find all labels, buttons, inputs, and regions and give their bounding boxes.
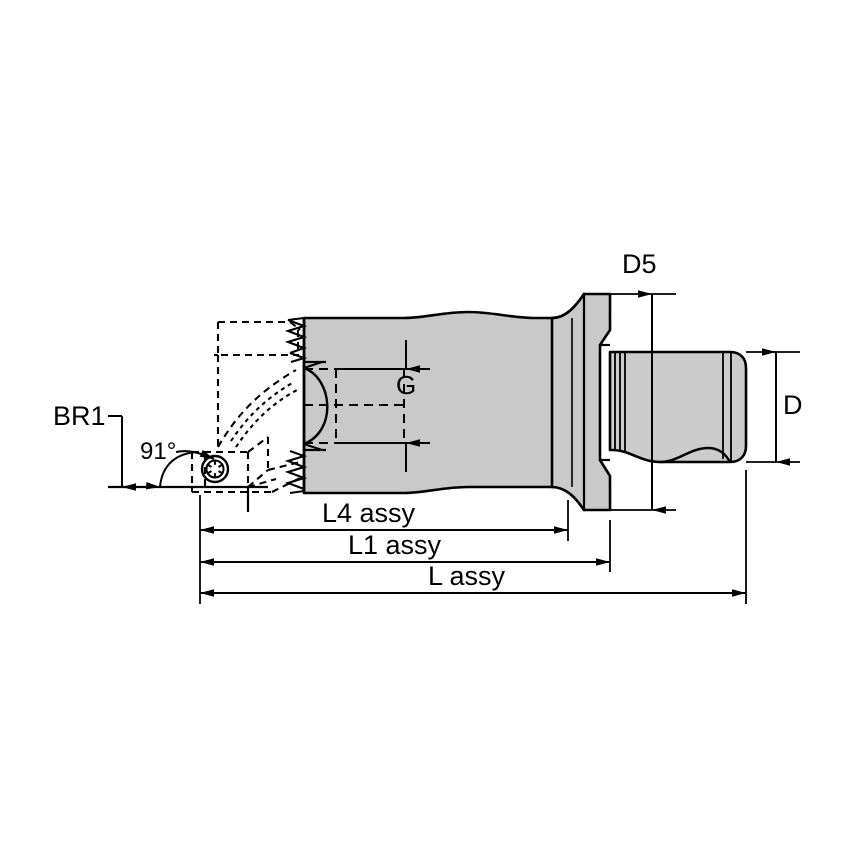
label-d: D: [783, 390, 803, 420]
dimension-br1: [108, 415, 136, 491]
label-g: G: [396, 370, 417, 400]
shank: [608, 350, 748, 464]
cutting-head-hidden-outline: [190, 320, 301, 494]
dimension-d5: [610, 290, 676, 514]
dimension-extension-lines: [199, 470, 747, 604]
flange: [550, 292, 612, 512]
label-d5: D5: [622, 249, 657, 279]
dimension-d: [746, 348, 800, 466]
dimension-angle-91: [108, 449, 268, 512]
label-l4-assy: L4 assy: [322, 498, 416, 528]
cutter-body: [302, 292, 586, 512]
coupling-teeth-upper: [284, 316, 308, 364]
label-angle-91: 91°: [140, 438, 177, 465]
coupling-teeth-lower: [284, 450, 308, 495]
label-l-assy: L assy: [428, 561, 506, 591]
insert-screw-icon: [200, 454, 230, 484]
label-br1: BR1: [53, 401, 106, 431]
label-l1-assy: L1 assy: [348, 530, 442, 560]
